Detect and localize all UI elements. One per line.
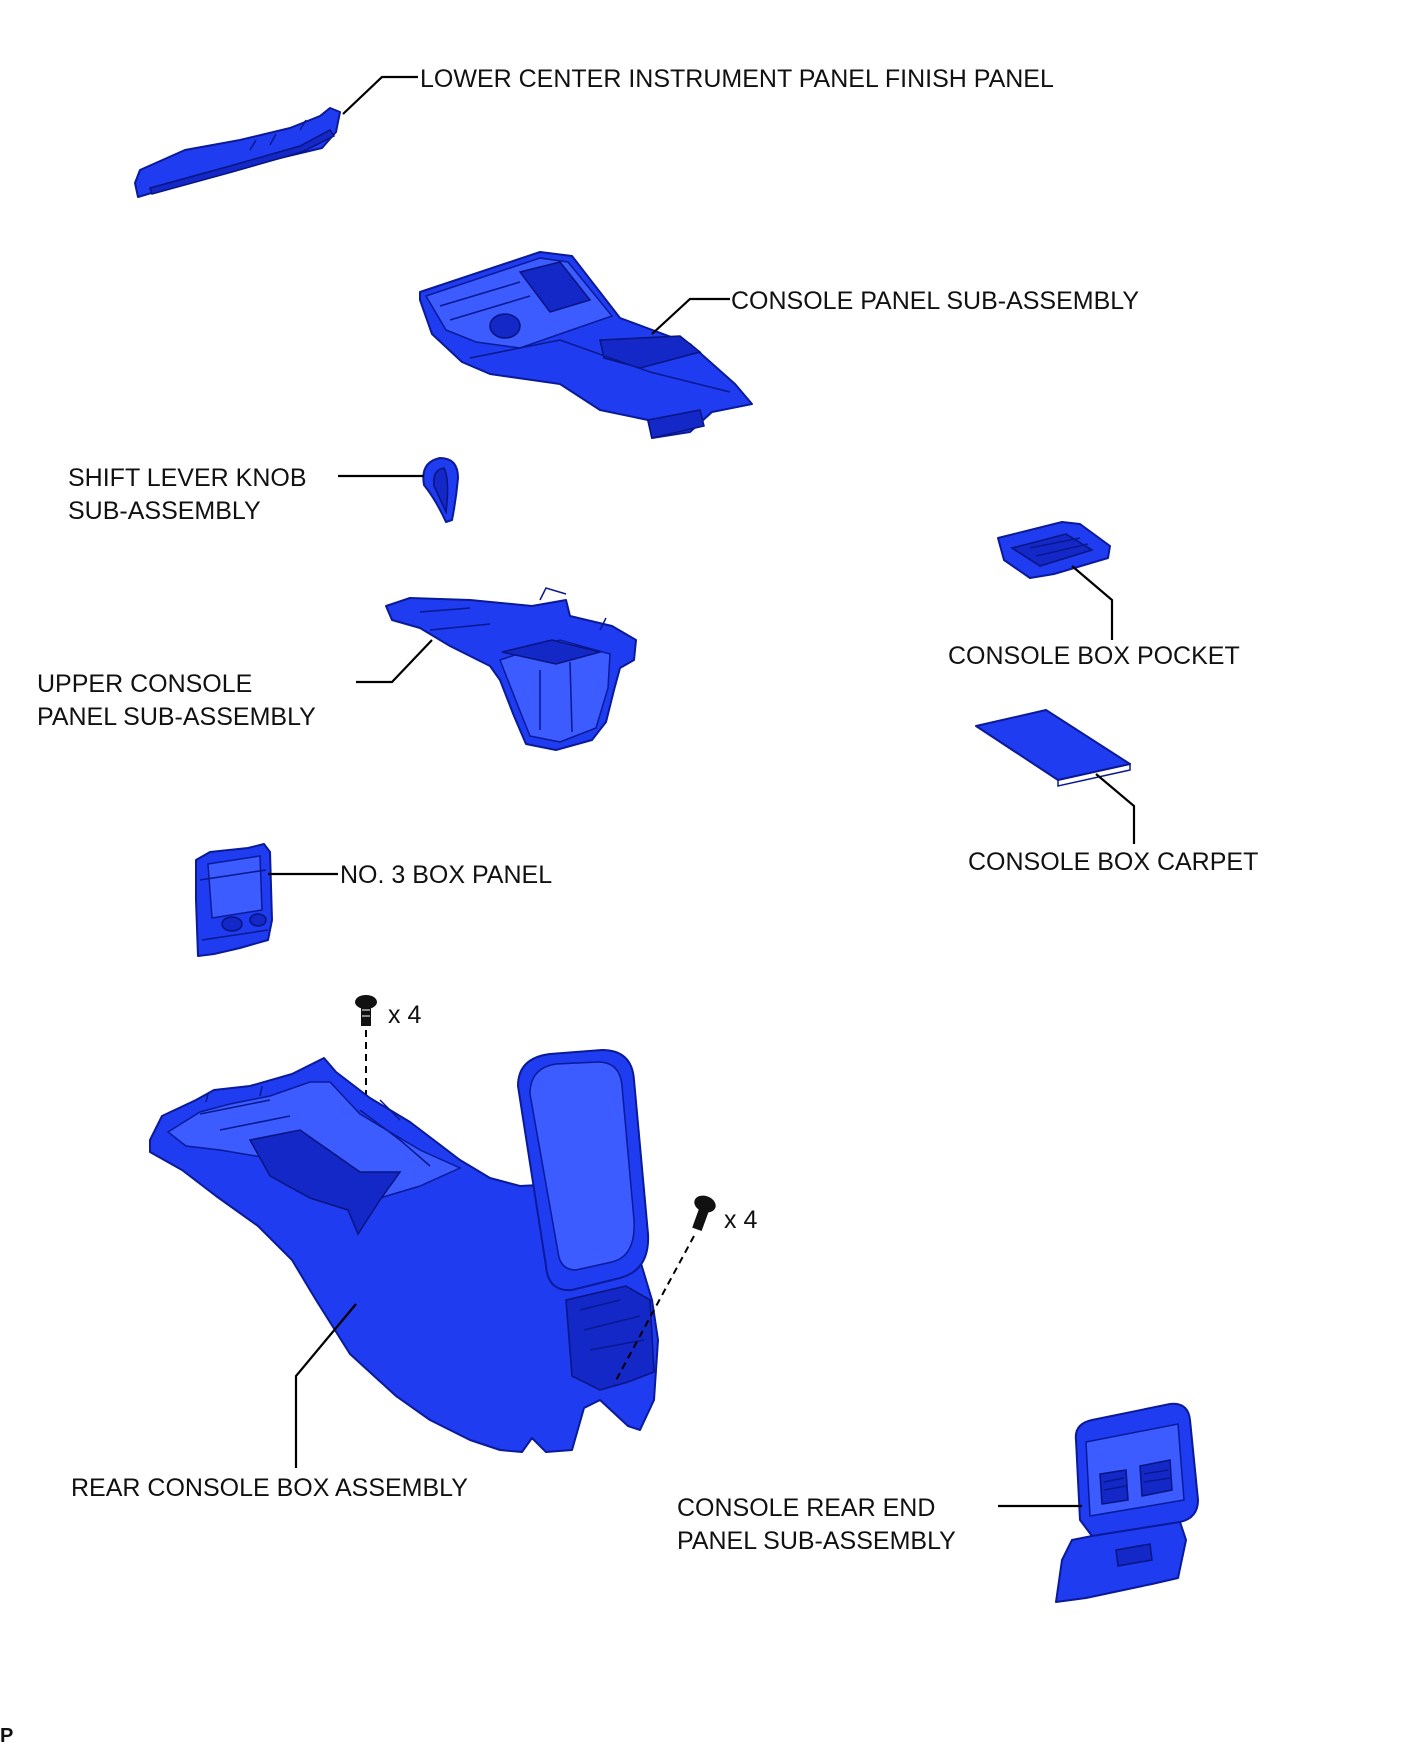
rear-console-box-label: REAR CONSOLE BOX ASSEMBLY [71,1474,468,1502]
console-box-pocket-label: CONSOLE BOX POCKET [948,642,1240,670]
finish-panel-part [134,107,341,198]
fastener-count-top: x 4 [388,1001,421,1029]
upper-console-label-line1: UPPER CONSOLE [37,670,252,698]
shift-knob-label-line1: SHIFT LEVER KNOB [68,464,307,492]
rear-end-panel-label-line1: CONSOLE REAR END [677,1494,935,1522]
console-panel-label: CONSOLE PANEL SUB-ASSEMBLY [731,287,1139,315]
no3-box-panel-label: NO. 3 BOX PANEL [340,861,552,889]
rear-end-panel-part [1055,1402,1199,1603]
upper-console-panel-part [385,587,637,751]
rear-console-box-part [149,1049,659,1453]
fastener-path-right [613,1235,695,1385]
console-box-pocket-leader [1071,565,1114,640]
upper-console-label-line2: PANEL SUB-ASSEMBLY [37,703,316,731]
fastener-count-right: x 4 [724,1206,757,1234]
rear-console-box-leader [294,1303,357,1468]
bolt-icon [355,995,377,1026]
bolt-icon [692,1195,716,1231]
finish-panel-label: LOWER CENTER INSTRUMENT PANEL FINISH PAN… [420,65,1054,93]
finish-panel-leader [342,75,418,115]
console-box-carpet-part [975,709,1131,787]
shift-knob-label-line2: SUB-ASSEMBLY [68,497,261,525]
shift-knob-part [422,457,459,523]
console-panel-part [419,251,753,439]
console-box-carpet-label: CONSOLE BOX CARPET [968,848,1258,876]
console-box-carpet-leader [1095,773,1136,844]
no3-box-panel-part [195,843,273,957]
corner-mark: P [0,1725,13,1747]
rear-end-panel-label-line2: PANEL SUB-ASSEMBLY [677,1527,956,1555]
upper-console-leader [356,639,433,684]
console-box-pocket-part [997,521,1111,579]
console-panel-leader [651,297,730,335]
